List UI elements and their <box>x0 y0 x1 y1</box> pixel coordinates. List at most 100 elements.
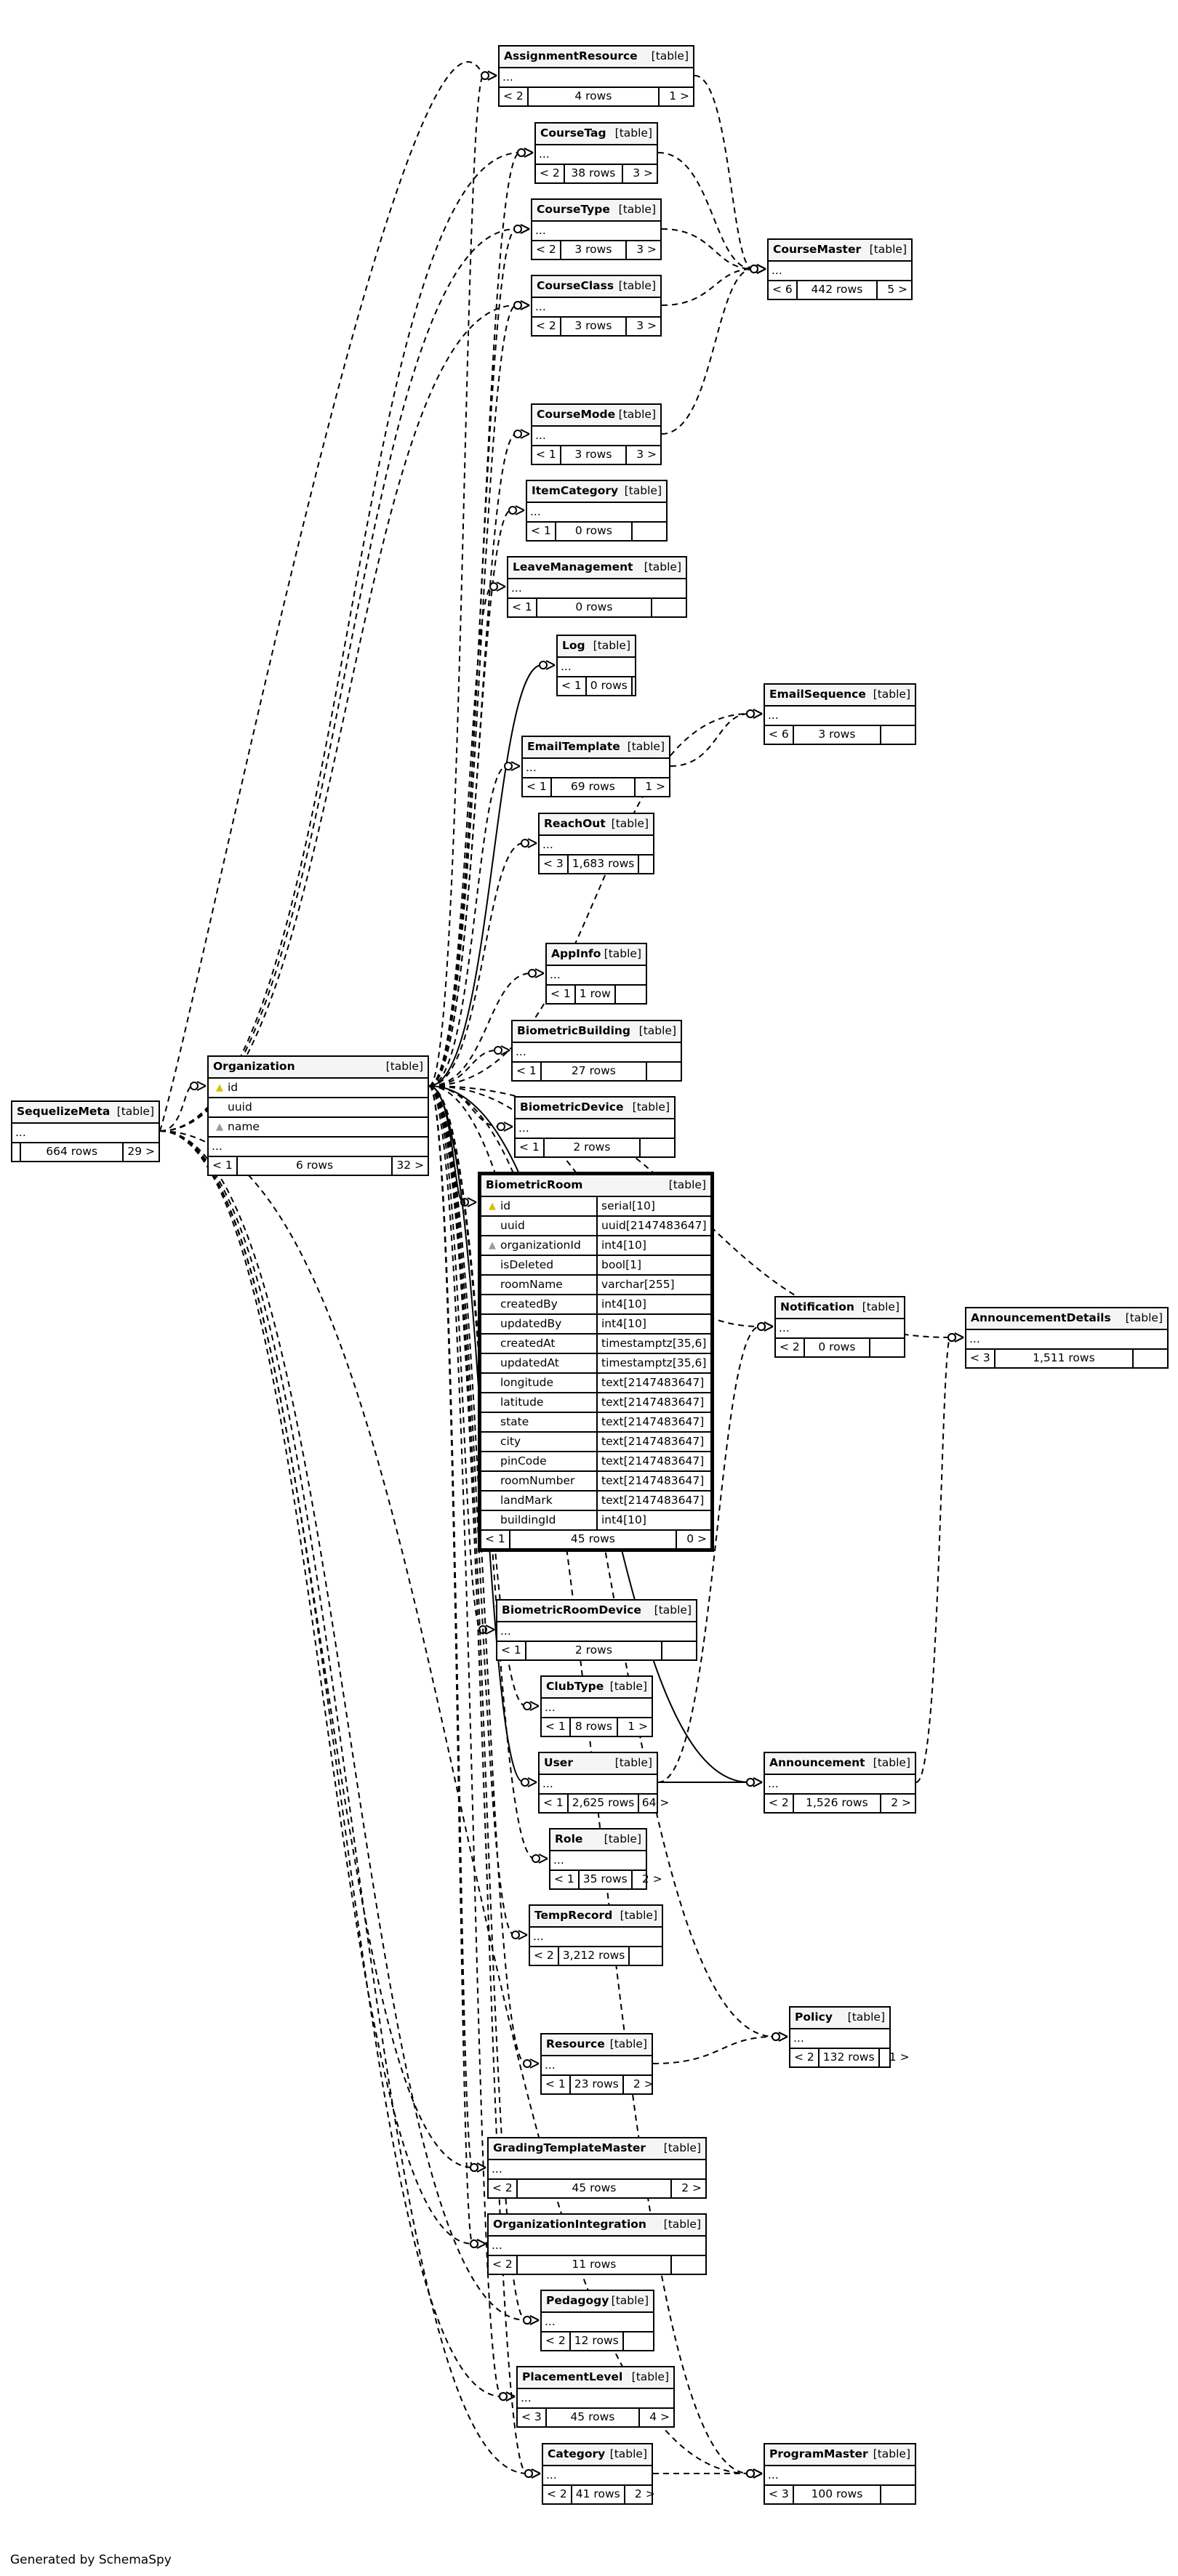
collapsed-columns[interactable]: ... <box>518 2389 673 2409</box>
children-link[interactable] <box>631 523 666 540</box>
children-link[interactable] <box>1132 1350 1167 1367</box>
table-header[interactable]: ReachOut[table] <box>540 814 653 836</box>
children-link[interactable] <box>628 1947 663 1965</box>
collapsed-columns[interactable]: ... <box>513 1043 681 1063</box>
table-header[interactable]: AnnouncementDetails[table] <box>966 1308 1167 1330</box>
children-link[interactable] <box>880 2486 915 2503</box>
table-header[interactable]: BiometricRoom[table] <box>481 1175 710 1197</box>
parents-link[interactable]: < 1 <box>516 1139 545 1156</box>
column-row[interactable]: uuid <box>209 1098 428 1118</box>
table-header[interactable]: Policy[table] <box>790 2008 889 2029</box>
collapsed-columns[interactable]: ... <box>540 836 653 856</box>
table-header[interactable]: AppInfo[table] <box>547 944 646 966</box>
collapsed-columns[interactable]: ... <box>550 1851 646 1871</box>
children-link[interactable]: 2 > <box>880 1795 915 1812</box>
table-header[interactable]: CourseClass[table] <box>532 276 660 298</box>
table-header[interactable]: GradingTemplateMaster[table] <box>489 2138 705 2160</box>
parents-link[interactable]: < 6 <box>765 726 794 744</box>
children-link[interactable]: 5 > <box>876 281 911 299</box>
parents-link[interactable]: < 2 <box>790 2049 820 2066</box>
column-row[interactable]: ▲name <box>209 1118 428 1138</box>
collapsed-columns[interactable]: ... <box>523 759 669 778</box>
collapsed-columns[interactable]: ... <box>765 1775 915 1795</box>
table-header[interactable]: LeaveManagement[table] <box>508 558 686 579</box>
parents-link[interactable]: < 2 <box>543 2486 572 2503</box>
children-link[interactable] <box>880 726 915 744</box>
children-link[interactable] <box>646 1063 681 1080</box>
parents-link[interactable]: < 1 <box>542 2076 571 2093</box>
collapsed-columns[interactable]: ... <box>765 707 915 726</box>
parents-link[interactable]: < 6 <box>769 281 798 299</box>
parents-link[interactable]: < 1 <box>209 1157 238 1175</box>
children-link[interactable]: 3 > <box>625 446 660 464</box>
table-header[interactable]: EmailTemplate[table] <box>523 737 669 759</box>
parents-link[interactable]: < 2 <box>532 241 561 259</box>
collapsed-columns[interactable]: ... <box>765 2466 915 2486</box>
children-link[interactable]: 3 > <box>625 318 660 335</box>
table-header[interactable]: Log[table] <box>558 636 635 658</box>
table-header[interactable]: CourseMaster[table] <box>769 240 911 262</box>
children-link[interactable] <box>630 677 666 695</box>
table-header[interactable]: CourseTag[table] <box>536 124 657 145</box>
children-link[interactable]: 2 > <box>623 2486 659 2503</box>
table-header[interactable]: User[table] <box>540 1753 657 1775</box>
collapsed-columns[interactable]: ... <box>543 2466 652 2486</box>
parents-link[interactable]: < 2 <box>489 2256 518 2274</box>
children-link[interactable]: 1 > <box>634 778 669 796</box>
parents-link[interactable]: < 3 <box>518 2409 547 2426</box>
parents-link[interactable]: < 2 <box>500 88 529 105</box>
collapsed-columns[interactable]: ... <box>540 1775 657 1795</box>
collapsed-columns[interactable]: ... <box>547 966 646 986</box>
parents-link[interactable]: < 1 <box>523 778 552 796</box>
parents-link[interactable]: < 1 <box>508 599 537 616</box>
children-link[interactable]: 2 > <box>670 2180 705 2197</box>
children-link[interactable]: 3 > <box>625 241 660 259</box>
table-header[interactable]: ClubType[table] <box>542 1677 652 1699</box>
collapsed-columns[interactable]: ... <box>542 2313 653 2333</box>
parents-link[interactable]: < 3 <box>765 2486 794 2503</box>
collapsed-columns[interactable]: ... <box>769 262 911 281</box>
collapsed-columns[interactable]: ... <box>530 1928 662 1947</box>
parents-link[interactable]: < 2 <box>489 2180 518 2197</box>
more-columns[interactable]: ... <box>209 1138 428 1157</box>
children-link[interactable]: 29 > <box>122 1143 159 1161</box>
parents-link[interactable]: < 1 <box>513 1063 542 1080</box>
parents-link[interactable]: < 2 <box>536 165 565 182</box>
parents-link[interactable]: < 1 <box>540 1795 569 1812</box>
children-link[interactable] <box>639 1139 674 1156</box>
table-header[interactable]: ProgramMaster[table] <box>765 2444 915 2466</box>
parents-link[interactable]: < 3 <box>966 1350 995 1367</box>
parents-link[interactable]: < 1 <box>558 677 587 695</box>
table-header[interactable]: BiometricDevice[table] <box>516 1098 674 1119</box>
collapsed-columns[interactable]: ... <box>532 298 660 318</box>
children-link[interactable] <box>670 2256 705 2274</box>
